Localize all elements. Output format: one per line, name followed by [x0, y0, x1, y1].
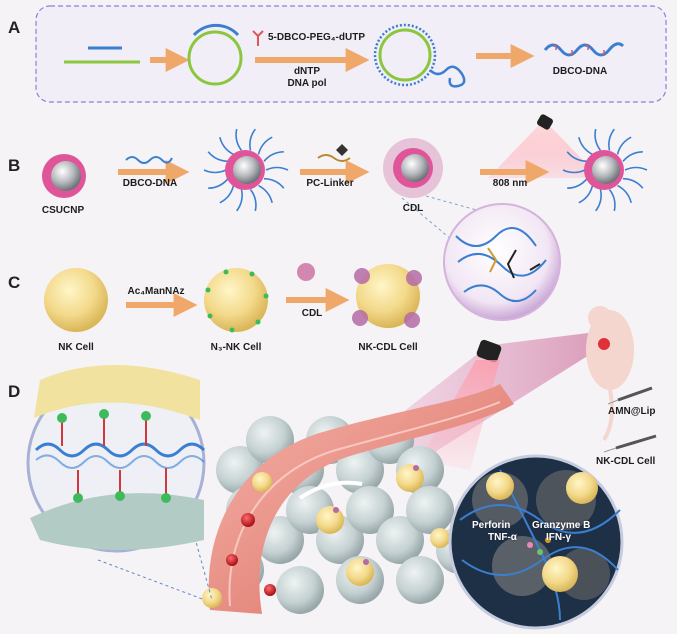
released-dna-particle	[562, 128, 648, 212]
red-blood-cell	[241, 513, 255, 527]
dbco-dutp-icon	[252, 30, 264, 46]
nk-cell	[44, 268, 108, 332]
panel-d-letter: D	[8, 382, 21, 401]
granzyme-label: Granzyme B	[532, 520, 591, 531]
acmannaz-label: Ac₄ManNAz	[127, 286, 185, 297]
dna-strand	[562, 169, 586, 174]
zoom-line-d1	[97, 559, 206, 601]
syringe-2	[603, 434, 657, 453]
dna-strand	[624, 166, 648, 171]
zoom-line-b2	[425, 195, 521, 223]
syringe-1	[607, 386, 653, 405]
dna-strand	[258, 184, 273, 204]
red-blood-cell	[226, 554, 238, 566]
dna-strand	[578, 136, 593, 156]
flow-arrow	[298, 480, 363, 500]
cdl-label: CDL	[402, 203, 424, 214]
nk-cell-label: NK Cell	[58, 342, 94, 353]
dbco-dna-strand	[125, 156, 173, 164]
nir-laser-b	[488, 114, 600, 178]
cdl-small-icon	[297, 263, 315, 281]
dna-strand	[219, 136, 234, 156]
dna-strand	[263, 177, 285, 189]
wavelength-label: 808 nm	[492, 178, 528, 189]
dna-strand	[608, 128, 615, 151]
ifn-label: IFN-γ	[546, 532, 571, 543]
panel-b-letter: B	[8, 156, 21, 175]
dna-strand	[235, 128, 243, 151]
dna-strand	[595, 189, 602, 212]
blood-vessel	[208, 384, 515, 614]
dna-strand	[203, 169, 227, 174]
dna-strand	[249, 128, 256, 151]
dna-strand	[567, 178, 588, 189]
condition-polymerase: DNA pol	[287, 78, 327, 89]
csucnp-particle	[42, 154, 86, 198]
dbco-dna-step-label: DBCO-DNA	[122, 178, 178, 189]
tumor-zoom-bubble	[448, 454, 624, 630]
mouse-model	[586, 306, 634, 442]
dna-strand	[236, 189, 243, 212]
dna-strand	[219, 185, 235, 204]
circular-template	[187, 30, 243, 86]
laser-head-d	[476, 339, 502, 363]
reagent-label: 5-DBCO-PEG₄-dUTP	[268, 32, 365, 43]
dna-strand	[257, 136, 273, 155]
cdl-particle	[383, 138, 443, 198]
membrane-zoom-bubble	[26, 365, 206, 553]
azido-nk-label: N₃-NK Cell	[210, 342, 262, 353]
dna-strand	[207, 151, 229, 163]
dna-strand	[622, 177, 644, 189]
cdl-zoom-bubble	[443, 203, 561, 321]
panel-a-letter: A	[8, 18, 21, 37]
dna-strand	[578, 185, 594, 204]
csucnp-label: CSUCNP	[41, 205, 85, 216]
dbco-dna-label: DBCO-DNA	[552, 66, 608, 77]
dna-nanoparticle	[203, 128, 289, 212]
dna-strand	[208, 178, 229, 189]
perforin-label: Perforin	[472, 520, 511, 531]
dna-strand	[265, 166, 289, 171]
dna-strand	[617, 184, 632, 204]
condition-dntp: dNTP	[293, 66, 321, 77]
amn-lip-label: AMN@Lip	[608, 406, 656, 417]
red-blood-cell	[264, 584, 276, 596]
infiltrating-nk-cells	[202, 464, 450, 608]
nk-cdl-injection-label: NK-CDL Cell	[596, 456, 656, 467]
rca-product	[373, 23, 466, 88]
bound-primer	[192, 23, 240, 37]
pc-linker-label: PC-Linker	[306, 178, 354, 189]
dna-strand	[622, 151, 643, 162]
azido-nk-cell	[204, 268, 269, 333]
panel-c-letter: C	[8, 273, 21, 292]
nk-cdl-cell	[352, 264, 422, 328]
pc-linker-icon	[317, 144, 351, 162]
nk-cdl-label: NK-CDL Cell	[358, 342, 418, 353]
dbco-dna-product	[543, 42, 625, 57]
zoom-line-b1	[401, 197, 453, 241]
tnf-label: TNF-α	[488, 532, 517, 543]
dna-strand	[594, 128, 602, 151]
dna-strand	[263, 151, 284, 162]
dna-strand	[566, 151, 588, 163]
dna-strand	[249, 189, 257, 212]
cdl-step-label: CDL	[301, 308, 323, 319]
dna-strand	[608, 189, 616, 212]
dna-strand	[616, 136, 632, 155]
